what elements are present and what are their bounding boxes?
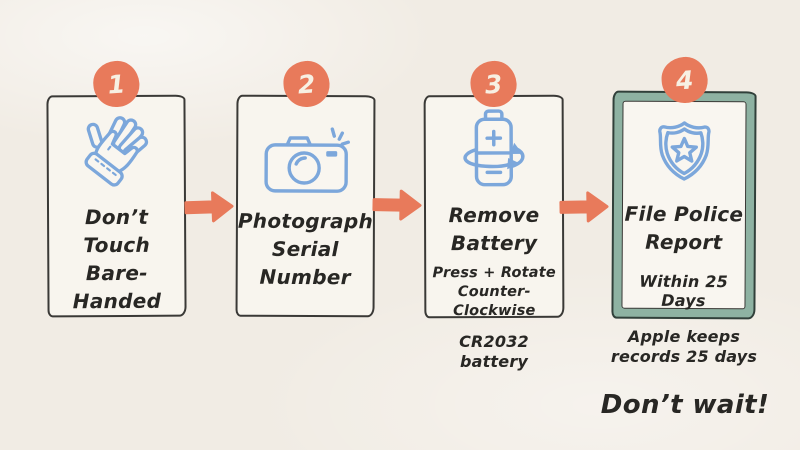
step-card-1: 1 Don’t Touch Bare- Handed (46, 59, 187, 318)
step-card-3: 3 Remove Battery (423, 59, 565, 320)
step-4-subtitle: Within 25 Days (639, 271, 728, 311)
step-2-title: Photograph Serial Number (237, 208, 374, 290)
step-4-number-badge: 4 (660, 55, 710, 105)
step-1-title: Don’t Touch Bare- Handed (72, 204, 162, 314)
step-number: 3 (483, 68, 504, 100)
step-3-subtitle: Press + Rotate Counter-Clockwise (432, 264, 556, 320)
step-3-title: Remove Battery (448, 202, 540, 256)
step-card-2: 2 Photograph Serial Number (235, 59, 376, 318)
step-4-caption: Apple keeps records 25 days (610, 327, 758, 366)
police-badge-icon (642, 118, 726, 200)
arrow-right-icon (371, 187, 424, 224)
glove-icon (72, 109, 160, 203)
step-card-4: 4 File Police Report Within 25 Days (611, 55, 757, 320)
step-3-caption: CR2032 battery (459, 332, 529, 371)
arrow-right-icon (182, 188, 235, 226)
battery-rotate-icon (451, 107, 537, 201)
step-number: 2 (296, 68, 316, 100)
arrow-right-icon (558, 189, 611, 226)
step-4-title: File Police Report (624, 201, 744, 255)
step-number: 4 (675, 64, 695, 96)
camera-icon (257, 115, 353, 207)
footer-note: Don’t wait! (600, 390, 770, 420)
